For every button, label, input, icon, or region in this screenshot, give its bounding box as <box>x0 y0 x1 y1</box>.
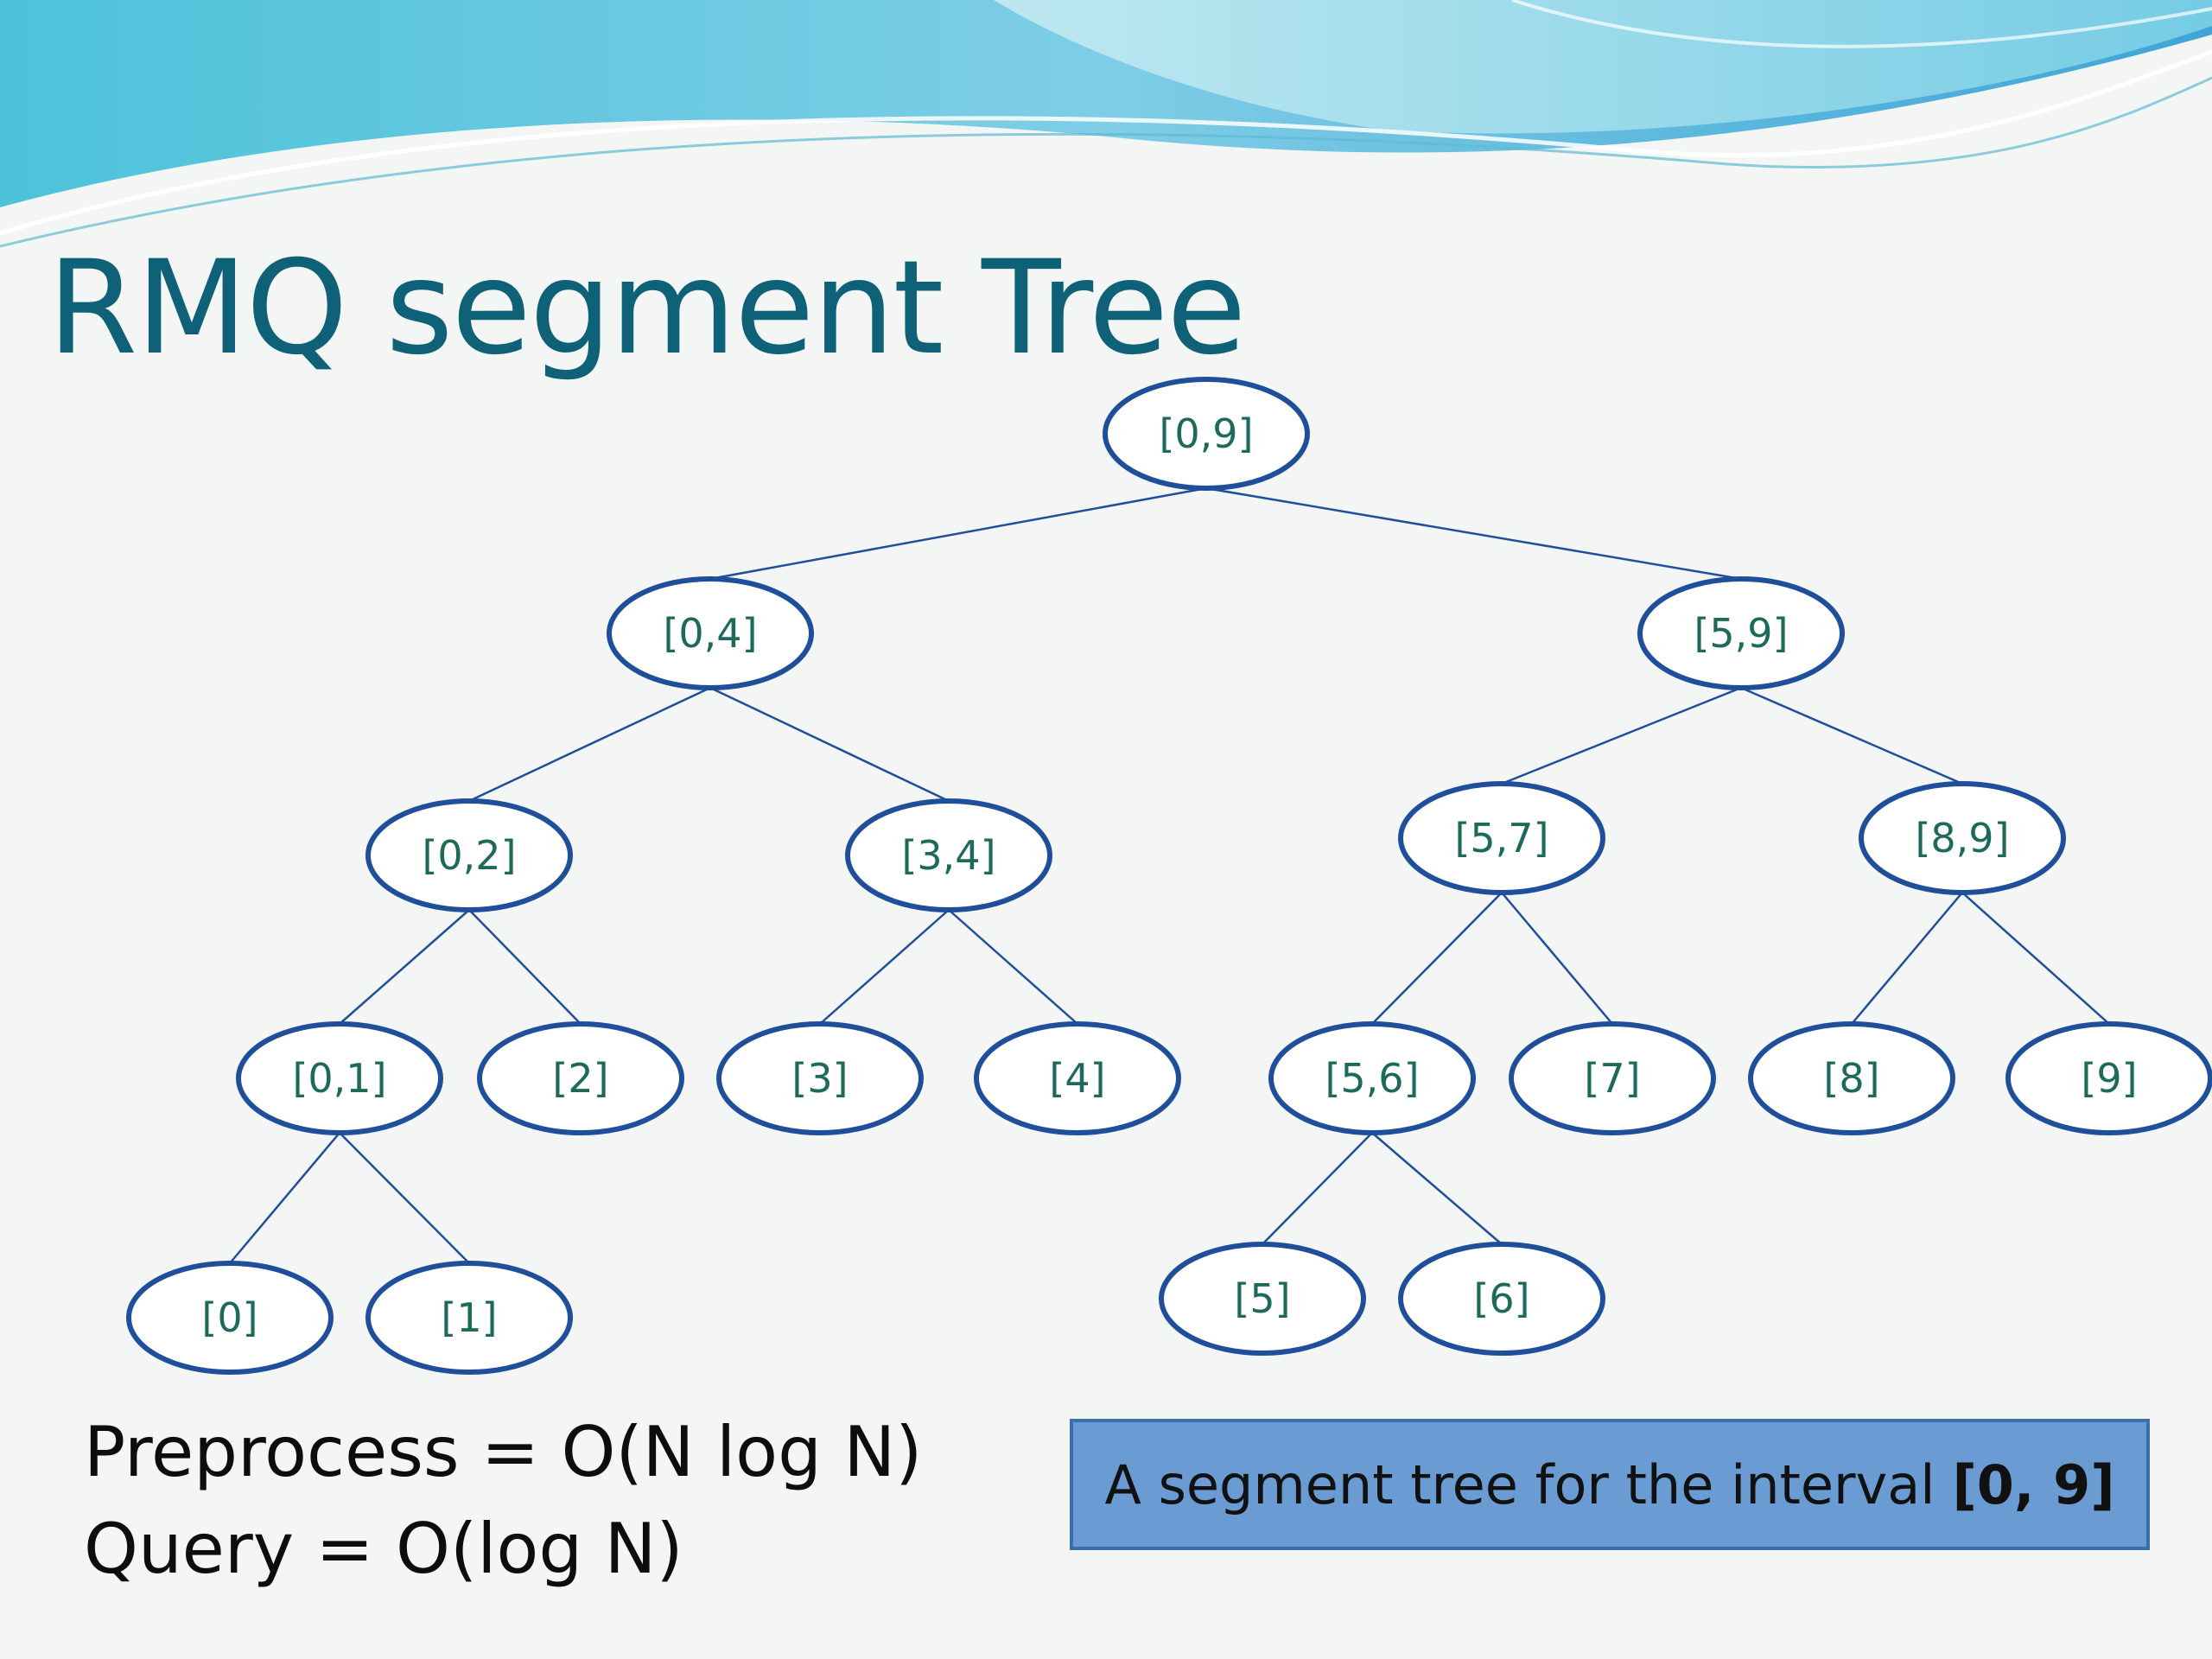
tree-edge-n04-n34 <box>709 686 950 803</box>
tree-node-n89: [8,9] <box>1859 781 2066 895</box>
tree-node-label: [6] <box>1473 1275 1529 1322</box>
tree-edge-n01-n0 <box>229 1132 340 1264</box>
tree-node-n9: [9] <box>2005 1021 2212 1135</box>
tree-node-label: [0,1] <box>292 1055 386 1102</box>
caption-box: A segment tree for the interval [0, 9] <box>1070 1419 2150 1550</box>
tree-edge-n02-n01 <box>339 909 470 1025</box>
tree-node-ellipse <box>477 1021 684 1135</box>
tree-node-label: [0] <box>201 1294 257 1341</box>
tree-node-n8: [8] <box>1748 1021 1955 1135</box>
tree-edge-n89-n8 <box>1851 892 1963 1025</box>
tree-edge-n02-n2 <box>468 909 582 1025</box>
tree-node-label: [2] <box>552 1055 608 1102</box>
tree-node-ellipse <box>1398 781 1605 895</box>
tree-node-n09: [0,9] <box>1103 377 1310 491</box>
tree-node-label: [0,4] <box>663 610 757 657</box>
tree-node-n1: [1] <box>365 1261 573 1375</box>
tree-node-label: [5] <box>1234 1275 1290 1322</box>
complexity-notes: Preprocess = O(N log N) Query = O(log N) <box>84 1404 922 1598</box>
tree-node-n0: [0] <box>126 1261 334 1375</box>
query-complexity: Query = O(log N) <box>84 1509 683 1589</box>
tree-node-label: [5,7] <box>1454 815 1548 861</box>
tree-node-ellipse <box>126 1261 334 1375</box>
tree-node-label: [3,4] <box>901 832 995 879</box>
tree-node-ellipse <box>1103 377 1310 491</box>
tree-node-label: [0,2] <box>422 832 516 879</box>
tree-node-n2: [2] <box>477 1021 684 1135</box>
tree-node-ellipse <box>1859 781 2066 895</box>
tree-node-ellipse <box>236 1021 443 1135</box>
tree-node-ellipse <box>1268 1021 1476 1135</box>
tree-node-n02: [0,2] <box>365 798 573 912</box>
slide-title: RMQ segment Tree <box>48 233 1247 384</box>
tree-node-label: [8] <box>1823 1055 1879 1102</box>
tree-node-n04: [0,4] <box>607 576 814 690</box>
tree-edge-n34-n3 <box>819 909 950 1025</box>
tree-node-label: [0,9] <box>1159 410 1253 457</box>
tree-node-ellipse <box>1159 1242 1366 1356</box>
tree-edge-n89-n9 <box>1961 892 2110 1025</box>
tree-node-ellipse <box>365 798 573 912</box>
tree-node-label: [5,9] <box>1694 610 1788 657</box>
preprocess-complexity: Preprocess = O(N log N) <box>84 1412 923 1492</box>
tree-node-label: [4] <box>1049 1055 1105 1102</box>
tree-node-n5: [5] <box>1159 1242 1366 1356</box>
tree-node-ellipse <box>716 1021 924 1135</box>
tree-node-ellipse <box>607 576 814 690</box>
tree-node-n3: [3] <box>716 1021 924 1135</box>
tree-node-label: [5,6] <box>1325 1055 1419 1102</box>
tree-node-n01: [0,1] <box>236 1021 443 1135</box>
tree-node-ellipse <box>2005 1021 2212 1135</box>
tree-node-label: [9] <box>2081 1055 2137 1102</box>
caption-text: A segment tree for the interval <box>1104 1452 1936 1516</box>
tree-node-n4: [4] <box>974 1021 1181 1135</box>
tree-edge-n57-n56 <box>1371 892 1503 1025</box>
tree-edge-n59-n89 <box>1740 686 1963 785</box>
caption-interval: [0, 9] <box>1952 1452 2115 1516</box>
header-wave-decoration <box>0 0 2212 248</box>
tree-edge-n57-n7 <box>1501 892 1613 1025</box>
tree-node-ellipse <box>1509 1021 1716 1135</box>
tree-edge-n56-n6 <box>1371 1132 1503 1245</box>
tree-node-ellipse <box>845 798 1052 912</box>
tree-edge-n09-n59 <box>1205 486 1742 581</box>
tree-node-ellipse <box>1398 1242 1605 1356</box>
tree-node-n6: [6] <box>1398 1242 1605 1356</box>
tree-node-n56: [5,6] <box>1268 1021 1476 1135</box>
tree-node-n59: [5,9] <box>1637 576 1845 690</box>
tree-node-ellipse <box>974 1021 1181 1135</box>
tree-node-ellipse <box>1748 1021 1955 1135</box>
tree-node-label: [8,9] <box>1915 815 2009 861</box>
tree-node-n34: [3,4] <box>845 798 1052 912</box>
tree-node-label: [3] <box>791 1055 848 1102</box>
tree-edge-n34-n4 <box>948 909 1078 1025</box>
tree-node-n7: [7] <box>1509 1021 1716 1135</box>
tree-node-ellipse <box>1637 576 1845 690</box>
tree-edge-n01-n1 <box>339 1132 470 1264</box>
tree-edge-n04-n02 <box>468 686 711 803</box>
tree-edge-n09-n04 <box>709 486 1207 581</box>
tree-node-label: [1] <box>441 1294 497 1341</box>
tree-node-label: [7] <box>1584 1055 1640 1102</box>
tree-node-ellipse <box>365 1261 573 1375</box>
tree-edge-n56-n5 <box>1262 1132 1373 1245</box>
tree-node-n57: [5,7] <box>1398 781 1605 895</box>
tree-edges <box>229 486 2110 1264</box>
tree-edge-n59-n57 <box>1501 686 1742 785</box>
